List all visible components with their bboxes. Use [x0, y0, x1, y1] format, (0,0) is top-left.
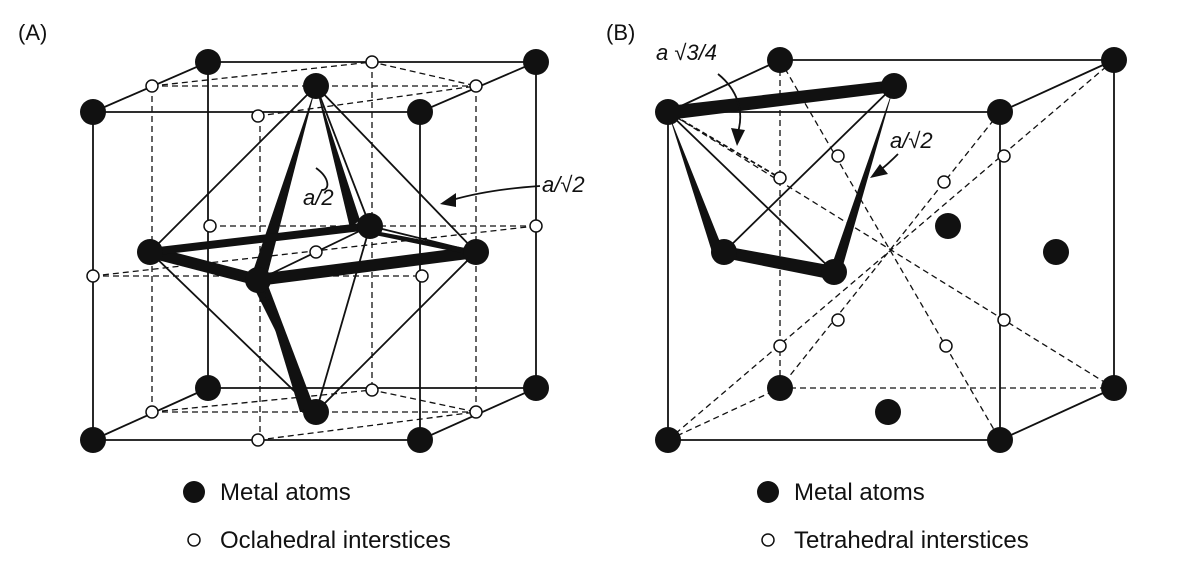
metal-atom	[1101, 47, 1127, 73]
interstice	[365, 55, 379, 69]
metal-atom	[303, 399, 329, 425]
metal-atom	[357, 213, 383, 239]
metal-atom	[987, 427, 1013, 453]
metal-atom	[80, 99, 106, 125]
interstice	[415, 269, 429, 283]
interstice	[831, 313, 845, 327]
panel-b-legend: Metal atoms Tetrahedral interstices	[757, 479, 1029, 554]
interstice	[251, 433, 265, 447]
interstice	[831, 149, 845, 163]
metal-atom	[1101, 375, 1127, 401]
panel-b-metal-atoms	[655, 47, 1127, 453]
interstice	[773, 339, 787, 353]
dim-b-root2: a/√2	[890, 128, 933, 153]
metal-atom	[463, 239, 489, 265]
panel-b: (B)	[606, 20, 1127, 554]
metal-atom	[875, 399, 901, 425]
interstice	[145, 79, 159, 93]
panel-a-legend: Metal atoms Oclahedral interstices	[183, 479, 451, 554]
metal-atom	[137, 239, 163, 265]
panel-a-label: (A)	[18, 20, 47, 45]
arrow-head-icon	[731, 128, 745, 146]
panel-a-dimensions: a/2 a/√2	[303, 167, 585, 210]
dim-a-root3: a √3/4	[656, 40, 717, 65]
interstice	[469, 79, 483, 93]
panel-b-dashed-lines	[667, 59, 1115, 441]
metal-atom	[767, 375, 793, 401]
panel-b-dimensions: a √3/4 a/√2	[656, 40, 933, 178]
metal-atom	[80, 427, 106, 453]
arrow-head-icon	[870, 164, 888, 178]
metal-atom	[711, 239, 737, 265]
panel-b-label: (B)	[606, 20, 635, 45]
metal-atom	[195, 375, 221, 401]
interstice	[997, 149, 1011, 163]
legend-metal-label: Metal atoms	[220, 479, 351, 506]
dim-a-root2: a/√2	[542, 172, 585, 197]
metal-atom	[245, 267, 271, 293]
legend-metal-icon	[183, 481, 205, 503]
metal-atom	[767, 47, 793, 73]
legend-interstice-label: Tetrahedral interstices	[794, 527, 1029, 554]
interstice	[939, 339, 953, 353]
interstice	[529, 219, 543, 233]
metal-atom	[303, 73, 329, 99]
interstice	[309, 245, 323, 259]
panel-a-octahedral-sites	[86, 55, 543, 447]
metal-atom	[523, 49, 549, 75]
legend-interstice-icon	[761, 533, 775, 547]
metal-atom	[407, 99, 433, 125]
metal-atom	[881, 73, 907, 99]
arrow-head-icon	[440, 193, 456, 207]
metal-atom	[987, 99, 1013, 125]
interstice	[997, 313, 1011, 327]
panel-a: (A)	[18, 20, 585, 554]
interstice	[937, 175, 951, 189]
metal-atom	[655, 99, 681, 125]
metal-atom	[821, 259, 847, 285]
interstice	[203, 219, 217, 233]
interstice	[773, 171, 787, 185]
panel-a-octahedron-wedges	[150, 86, 476, 412]
legend-interstice-label: Oclahedral interstices	[220, 527, 451, 554]
interstice	[86, 269, 100, 283]
legend-metal-label: Metal atoms	[794, 479, 925, 506]
panel-b-tetrahedron	[667, 80, 895, 280]
interstice	[365, 383, 379, 397]
interstice	[145, 405, 159, 419]
interstice	[469, 405, 483, 419]
legend-interstice-icon	[187, 533, 201, 547]
panel-a-metal-atoms	[80, 49, 549, 453]
metal-atom	[655, 427, 681, 453]
legend-metal-icon	[757, 481, 779, 503]
metal-atom	[1043, 239, 1069, 265]
metal-atom	[407, 427, 433, 453]
interstice	[251, 109, 265, 123]
metal-atom	[935, 213, 961, 239]
metal-atom	[195, 49, 221, 75]
metal-atom	[523, 375, 549, 401]
dim-a-half: a/2	[303, 185, 334, 210]
panel-b-tetrahedral-sites	[773, 149, 1011, 353]
